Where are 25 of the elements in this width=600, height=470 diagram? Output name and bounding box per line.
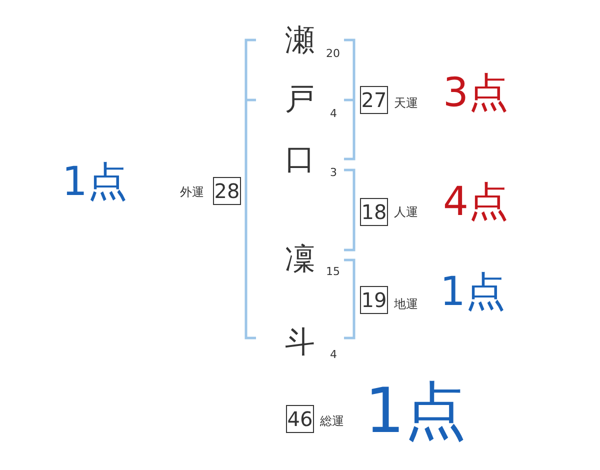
fortune-score: 1点 [440,272,506,312]
name-character: 口 [285,145,315,175]
total-number-box: 28 [213,177,241,205]
stroke-count: 4 [330,349,337,360]
name-character: 斗 [285,328,315,358]
fortune-category: 天運 [394,97,418,109]
fortune-score: 1点 [62,162,128,202]
fortune-category: 地運 [394,298,418,310]
name-character: 瀬 [285,26,315,56]
total-number-box: 18 [360,198,388,226]
fortune-score: 4点 [443,182,508,222]
total-number-box: 19 [360,286,388,314]
fortune-category: 人運 [394,206,418,218]
fortune-score: 3点 [443,73,508,113]
total-number-box: 27 [360,86,388,114]
stroke-count: 20 [326,48,340,59]
stroke-count: 15 [326,266,340,277]
fortune-category: 外運 [180,186,204,198]
stroke-count: 4 [330,108,337,119]
stroke-count: 3 [330,167,337,178]
total-number-box: 46 [286,405,314,433]
fortune-score: 1点 [365,380,466,442]
name-character: 凜 [285,245,315,275]
fortune-category: 総運 [320,415,344,427]
name-character: 戸 [285,85,315,115]
